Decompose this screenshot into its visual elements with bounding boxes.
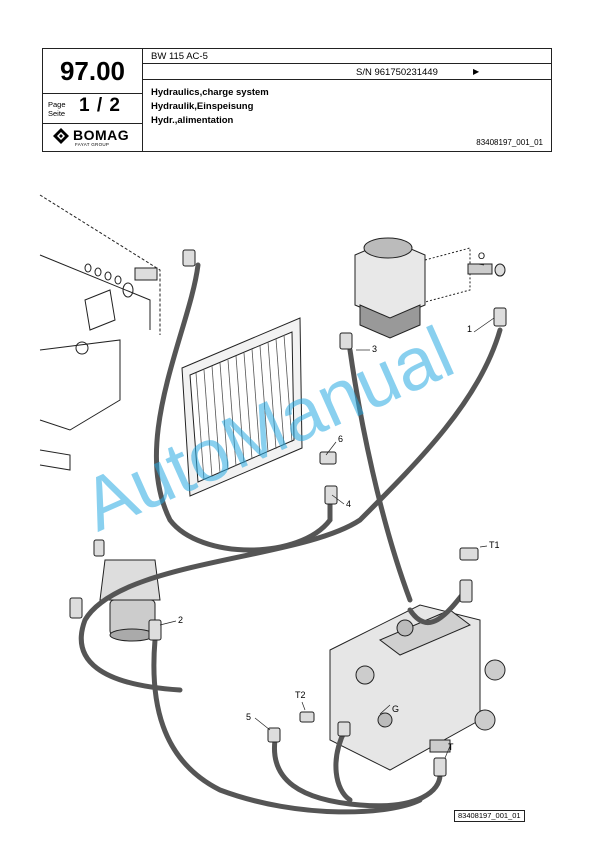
- hose-fittings: [69, 249, 507, 777]
- bomag-diamond-icon: [53, 128, 69, 144]
- fitting-o: [467, 263, 506, 277]
- serial-arrow-icon: ▶: [473, 67, 480, 76]
- callout-t1: T1: [489, 540, 500, 550]
- cooler-fins: [195, 334, 293, 481]
- page-label-de: Seite: [48, 109, 66, 118]
- title-fr: Hydr.,alimentation: [151, 115, 234, 126]
- callout-t: T: [448, 742, 454, 752]
- leader-lines: [159, 263, 495, 759]
- callout-2: 2: [178, 615, 184, 625]
- page-label: Page Seite: [48, 100, 66, 118]
- section-titles: Hydraulics,charge system Hydraulik,Einsp…: [151, 86, 269, 128]
- drawing-code: 83408197_001_01: [476, 138, 543, 147]
- callout-t2: T2: [295, 690, 306, 700]
- model-name: BW 115 AC-5: [143, 49, 551, 64]
- oil-cooler: [181, 317, 303, 497]
- title-en: Hydraulics,charge system: [151, 87, 269, 98]
- callout-3: 3: [372, 344, 378, 354]
- brand-name: BOMAG: [73, 127, 130, 143]
- callout-g: G: [392, 704, 400, 714]
- callout-1: 1: [467, 324, 473, 334]
- hydraulic-diagram: [39, 194, 507, 815]
- page-indicator: Page Seite 1 / 2: [43, 93, 142, 124]
- serial-number: S/N 961750231449: [356, 67, 438, 78]
- group-number: 97.00: [43, 49, 142, 94]
- callout-4: 4: [346, 499, 352, 509]
- title-block-left: 97.00 Page Seite 1 / 2 BOMAG FAYAT GROUP: [43, 49, 143, 151]
- page-value: 1 / 2: [79, 95, 121, 116]
- serial-row: S/N 961750231449 ▶: [143, 64, 551, 80]
- callout-5: 5: [246, 712, 252, 722]
- brand-subtitle: FAYAT GROUP: [75, 142, 110, 147]
- title-de: Hydraulik,Einspeisung: [151, 101, 254, 112]
- filter-housing: [99, 559, 161, 642]
- hydraulic-tank: [39, 194, 161, 471]
- callout-o: O: [478, 251, 486, 261]
- callout-6: 6: [338, 434, 344, 444]
- charge-pump: [354, 237, 471, 339]
- figure-code: 83408197_001_01: [454, 810, 525, 822]
- page-label-en: Page: [48, 100, 66, 109]
- tank-fitting: [122, 267, 158, 298]
- brand-logo: BOMAG FAYAT GROUP: [53, 127, 138, 149]
- title-block: 97.00 Page Seite 1 / 2 BOMAG FAYAT GROUP…: [42, 48, 552, 152]
- valve-block: [329, 604, 506, 771]
- hoses: [78, 262, 503, 815]
